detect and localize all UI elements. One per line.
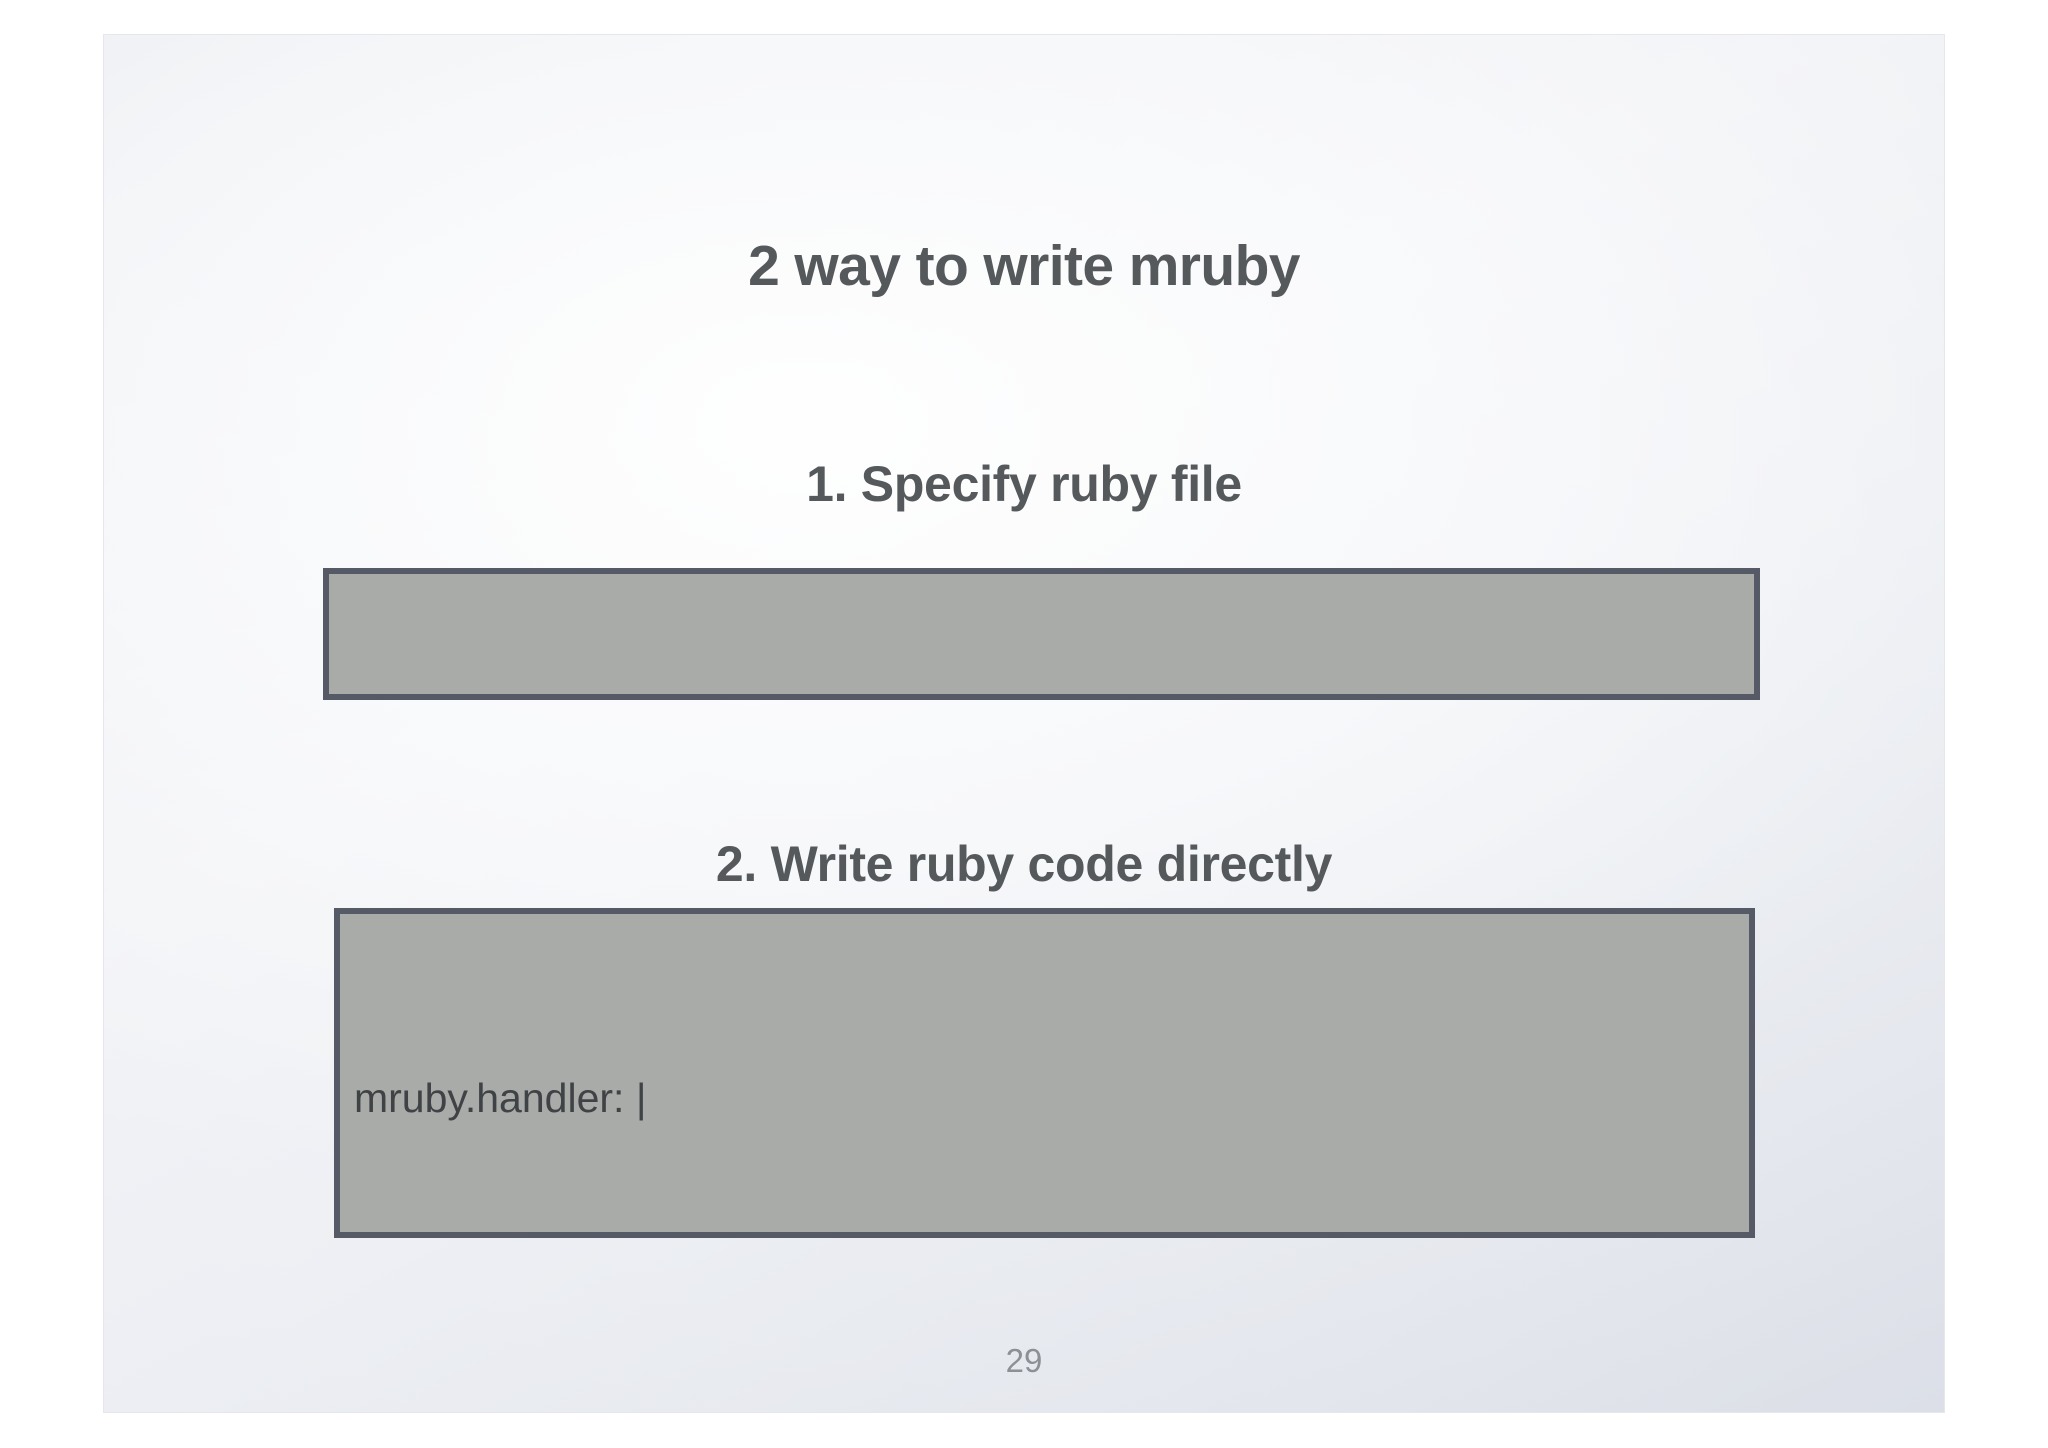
code-line: mruby.handler: | — [354, 1075, 647, 1121]
section-heading-specify-ruby-file: 1. Specify ruby file — [806, 456, 1242, 512]
code-block-handler-file: mruby.handler-file: /path/to/my-mruby-ha… — [323, 568, 1760, 700]
page-title: 2 way to write mruby — [748, 234, 1300, 298]
section-heading-write-ruby-code-directly: 2. Write ruby code directly — [715, 836, 1333, 892]
code-block-inline-handler: mruby.handler: | Proc.new do |env| [200,… — [334, 908, 1755, 1238]
page-number: 29 — [1005, 1342, 1043, 1379]
presentation-slide: 2 way to write mruby 1. Specify ruby fil… — [104, 35, 1944, 1412]
